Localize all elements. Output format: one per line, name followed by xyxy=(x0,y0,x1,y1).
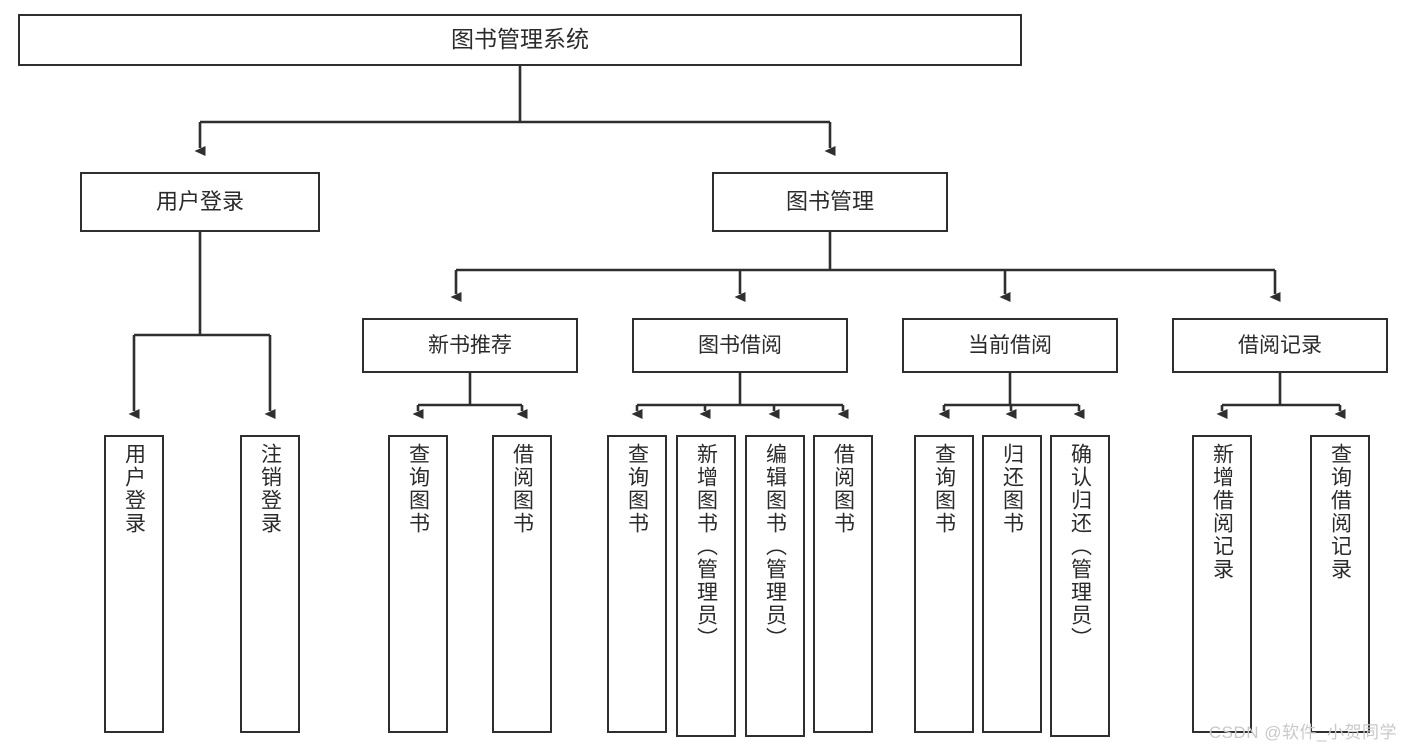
leaf-label: 编辑图书（管理员） xyxy=(763,443,787,650)
leaf-query-borrow-record[interactable]: 查询借阅记录 xyxy=(1310,435,1370,733)
node-current-borrow[interactable]: 当前借阅 xyxy=(902,318,1118,373)
node-book-management[interactable]: 图书管理 xyxy=(712,172,948,232)
node-label: 图书管理系统 xyxy=(451,26,589,53)
node-borrow-record[interactable]: 借阅记录 xyxy=(1172,318,1388,373)
leaf-add-book-admin[interactable]: 新增图书（管理员） xyxy=(676,435,736,737)
node-label: 新书推荐 xyxy=(428,333,512,357)
leaf-user-login[interactable]: 用户登录 xyxy=(104,435,164,733)
node-label: 借阅记录 xyxy=(1238,333,1322,357)
leaf-borrow-book-rec[interactable]: 借阅图书 xyxy=(492,435,552,733)
leaf-logout[interactable]: 注销登录 xyxy=(240,435,300,733)
node-label: 图书管理 xyxy=(785,188,874,214)
leaf-label: 查询图书 xyxy=(406,443,430,535)
leaf-borrow-book[interactable]: 借阅图书 xyxy=(813,435,873,733)
leaf-label: 查询图书 xyxy=(932,443,956,535)
node-label: 当前借阅 xyxy=(968,333,1052,357)
node-book-borrow[interactable]: 图书借阅 xyxy=(632,318,848,373)
leaf-label: 借阅图书 xyxy=(831,443,855,535)
leaf-label: 用户登录 xyxy=(122,443,146,535)
leaf-label: 新增借阅记录 xyxy=(1210,443,1234,581)
leaf-add-borrow-record[interactable]: 新增借阅记录 xyxy=(1192,435,1252,733)
leaf-return-book[interactable]: 归还图书 xyxy=(982,435,1042,733)
node-label: 用户登录 xyxy=(155,188,244,214)
leaf-label: 注销登录 xyxy=(258,443,282,535)
leaf-label: 归还图书 xyxy=(1000,443,1024,535)
node-root-system[interactable]: 图书管理系统 xyxy=(18,14,1022,66)
leaf-query-book-current[interactable]: 查询图书 xyxy=(914,435,974,733)
node-new-book-recommend[interactable]: 新书推荐 xyxy=(362,318,578,373)
leaf-edit-book-admin[interactable]: 编辑图书（管理员） xyxy=(745,435,805,737)
leaf-label: 借阅图书 xyxy=(510,443,534,535)
leaf-label: 确认归还（管理员） xyxy=(1068,443,1092,650)
leaf-query-book-borrow[interactable]: 查询图书 xyxy=(607,435,667,733)
leaf-label: 新增图书（管理员） xyxy=(694,443,718,650)
node-user-login[interactable]: 用户登录 xyxy=(80,172,320,232)
leaf-label: 查询借阅记录 xyxy=(1328,443,1352,581)
node-label: 图书借阅 xyxy=(698,333,782,357)
leaf-label: 查询图书 xyxy=(625,443,649,535)
csdn-watermark: CSDN @软件_小贺同学 xyxy=(1208,723,1397,742)
leaf-query-book-rec[interactable]: 查询图书 xyxy=(388,435,448,733)
leaf-confirm-return-admin[interactable]: 确认归还（管理员） xyxy=(1050,435,1110,737)
